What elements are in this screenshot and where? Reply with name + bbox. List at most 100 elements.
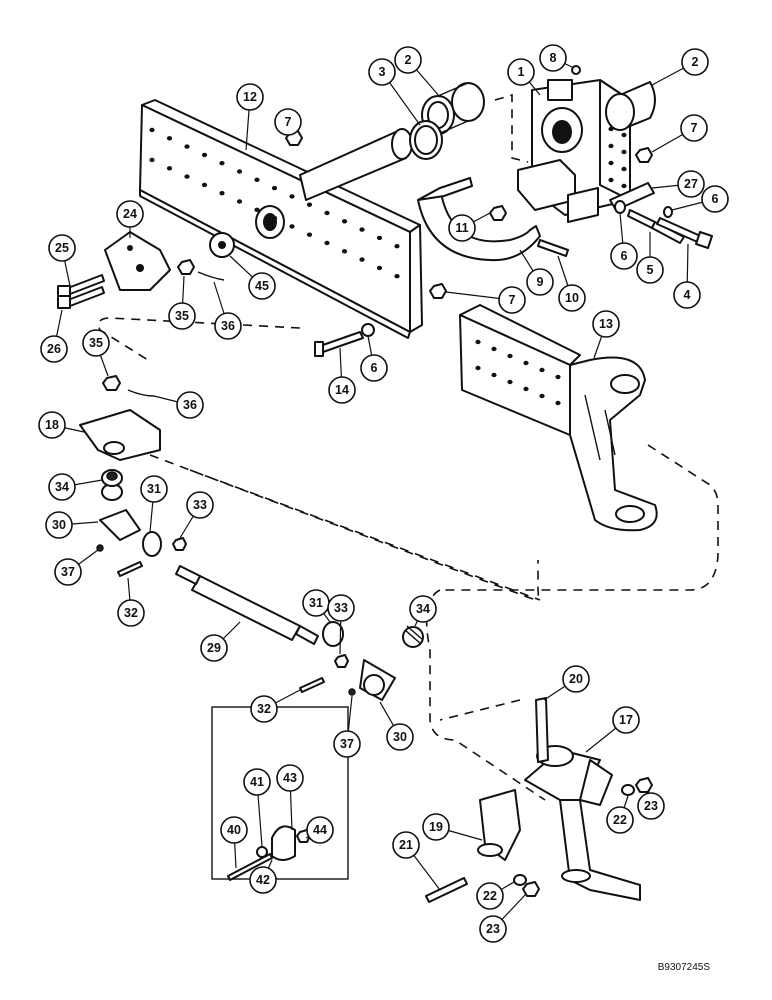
callout-c34a: 34	[48, 473, 76, 501]
washer-6b	[663, 206, 673, 218]
callout-c24: 24	[116, 200, 144, 228]
callout-c26: 26	[40, 335, 68, 363]
callout-c4: 4	[673, 281, 701, 309]
nut-23b	[522, 881, 540, 897]
callout-number: 25	[55, 241, 69, 255]
steering-cylinder	[175, 565, 319, 645]
callout-c44: 44	[306, 816, 334, 844]
callout-number: 40	[227, 823, 241, 837]
callout-number: 32	[257, 702, 271, 716]
callout-c30b: 30	[386, 723, 414, 751]
callout-c7c: 7	[498, 286, 526, 314]
callout-c22b: 22	[476, 882, 504, 910]
callout-number: 34	[55, 480, 69, 494]
callout-number: 12	[243, 90, 257, 104]
boot-34a	[101, 469, 123, 487]
callout-number: 18	[45, 418, 59, 432]
callout-number: 14	[335, 383, 349, 397]
callout-c12: 12	[236, 83, 264, 111]
callout-c19: 19	[422, 813, 450, 841]
callout-c33a: 33	[186, 491, 214, 519]
clamp-31a	[142, 531, 162, 557]
callout-number: 6	[621, 249, 628, 263]
cylinder-anchor-bracket-lower	[79, 409, 161, 461]
nut-23a	[635, 777, 653, 793]
document-reference-number: B9307245S	[658, 962, 711, 973]
callout-c41: 41	[243, 768, 271, 796]
callout-c32b: 32	[250, 695, 278, 723]
nut-33a	[172, 537, 187, 551]
nut-11	[489, 205, 507, 221]
grease-fitting-37a	[96, 544, 104, 552]
callout-number: 24	[123, 207, 137, 221]
callout-number: 29	[207, 641, 221, 655]
callout-c8: 8	[539, 44, 567, 72]
cylinder-anchor-bracket-upper	[104, 231, 171, 291]
axle-extension-holes	[475, 339, 561, 406]
callout-c2b: 2	[681, 48, 709, 76]
callout-c1: 1	[507, 58, 535, 86]
callout-c31a: 31	[140, 475, 168, 503]
callout-number: 30	[393, 730, 407, 744]
callout-number: 5	[647, 263, 654, 277]
bolt-4	[656, 217, 713, 249]
callout-number: 17	[619, 713, 633, 727]
washer-6c	[361, 323, 375, 337]
callout-c13: 13	[592, 310, 620, 338]
callout-c14: 14	[328, 376, 356, 404]
callout-c27: 27	[677, 170, 705, 198]
callout-c34b: 34	[409, 595, 437, 623]
callout-c17: 17	[612, 706, 640, 734]
callout-number: 32	[124, 606, 138, 620]
callout-number: 31	[309, 596, 323, 610]
callout-c36b: 36	[176, 391, 204, 419]
assembly-dashed-path-long	[149, 444, 719, 801]
bolt-32a	[117, 561, 143, 577]
callout-c32a: 32	[117, 599, 145, 627]
callout-c3: 3	[368, 58, 396, 86]
callout-c25: 25	[48, 234, 76, 262]
callout-number: 34	[416, 602, 430, 616]
callout-number: 6	[371, 361, 378, 375]
ball-joint-30b	[359, 659, 396, 701]
callout-number: 2	[692, 55, 699, 69]
callout-number: 37	[340, 737, 354, 751]
grease-fitting-37b	[348, 688, 356, 696]
castle-nut-35a	[177, 259, 195, 275]
callout-number: 41	[250, 775, 264, 789]
nut-7c	[429, 283, 447, 299]
callout-c40: 40	[220, 816, 248, 844]
boot-34b	[402, 625, 424, 648]
callout-number: 3	[379, 65, 386, 79]
callout-c43: 43	[276, 764, 304, 792]
callout-number: 4	[684, 288, 691, 302]
callout-number: 43	[283, 771, 297, 785]
callout-number: 21	[399, 838, 413, 852]
callout-c35b: 35	[82, 329, 110, 357]
spindle-bracket	[477, 789, 521, 861]
callout-c11: 11	[448, 214, 476, 242]
callout-c6c: 6	[360, 354, 388, 382]
callout-c37a: 37	[54, 558, 82, 586]
washer-22b	[513, 874, 527, 886]
callout-number: 6	[712, 192, 719, 206]
castle-nut-35b	[102, 375, 121, 391]
callout-c37b: 37	[333, 730, 361, 758]
washer-22a	[621, 784, 635, 796]
callout-number: 11	[455, 221, 468, 235]
callout-number: 10	[565, 291, 579, 305]
callout-c23b: 23	[479, 915, 507, 943]
callout-c36a: 36	[214, 312, 242, 340]
callout-number: 19	[429, 820, 443, 834]
bolt-32b	[299, 677, 325, 693]
callout-c29: 29	[200, 634, 228, 662]
callout-c35a: 35	[168, 302, 196, 330]
callout-number: 22	[613, 813, 627, 827]
callout-c23a: 23	[637, 792, 665, 820]
callout-number: 7	[285, 115, 292, 129]
bolt-21	[425, 877, 468, 903]
callout-c7a: 7	[274, 108, 302, 136]
